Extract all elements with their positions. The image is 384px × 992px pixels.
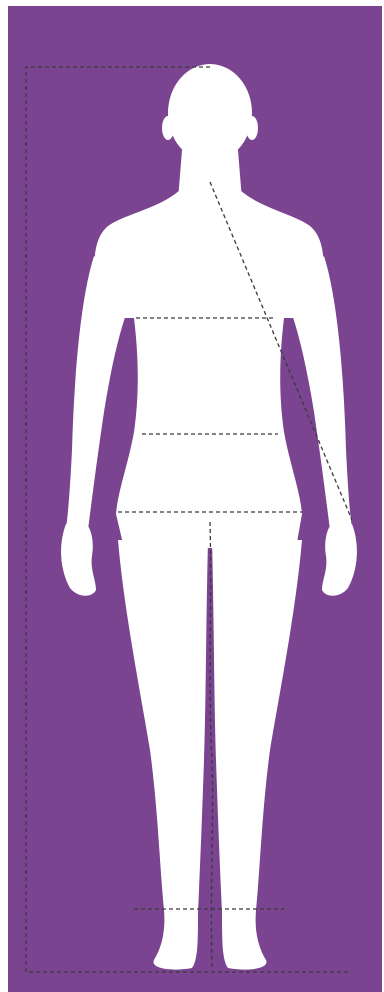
left-hand-shape xyxy=(61,524,96,596)
body-silhouette xyxy=(61,64,357,970)
right-leg-shape xyxy=(212,540,302,970)
right-hand-shape xyxy=(322,524,357,596)
torso-shape xyxy=(94,190,324,548)
head-shape xyxy=(168,64,252,162)
right-ear-shape xyxy=(246,116,258,140)
left-ear-shape xyxy=(162,116,174,140)
left-leg-shape xyxy=(118,540,208,970)
inseam-guide-line xyxy=(210,522,213,968)
